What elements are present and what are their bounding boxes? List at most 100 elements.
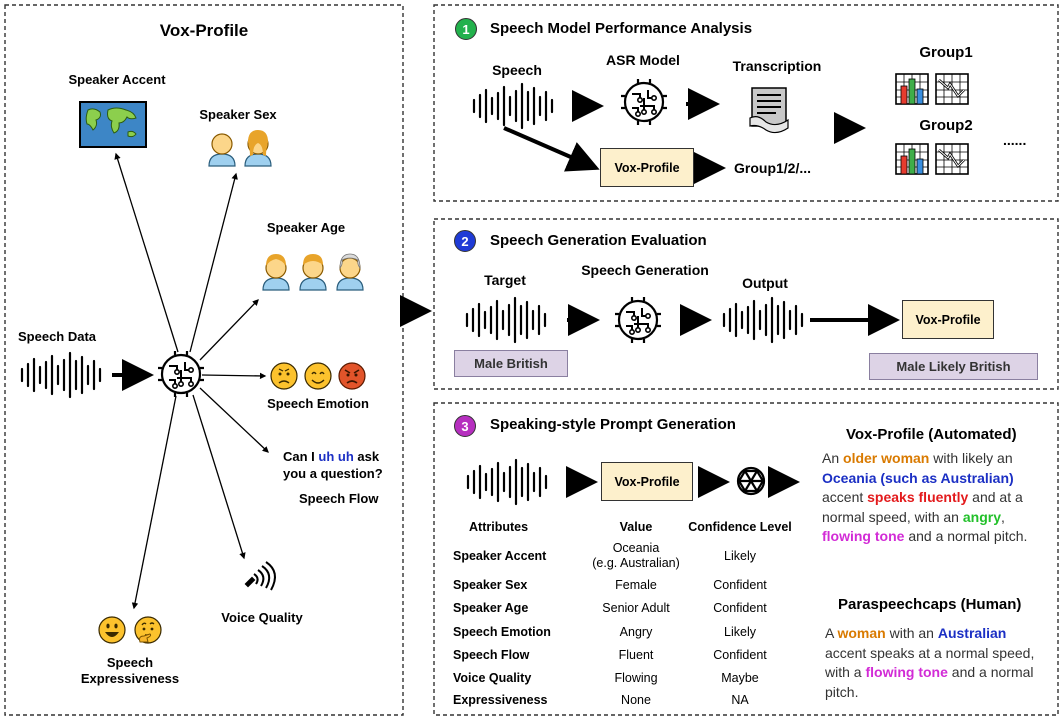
speaker-accent-label: Speaker Accent	[68, 72, 166, 87]
world-map-icon	[79, 101, 147, 148]
auto-text-speaks-fluently: speaks fluently	[867, 489, 969, 505]
grinning-face-icon	[98, 616, 126, 644]
col-attributes-header: Attributes	[469, 520, 529, 534]
panel2-title: Speech Generation Evaluation	[490, 232, 707, 249]
speech-generation-label: Speech Generation	[581, 262, 709, 278]
smiling-face-icon	[304, 362, 332, 390]
auto-text-part: An	[822, 450, 844, 466]
panel3-speech-waveform	[466, 458, 548, 506]
human-text-woman: woman	[837, 625, 886, 641]
panel1-arrow-speech-vox	[503, 126, 600, 172]
senior-person-icon	[336, 253, 364, 291]
voice-quality-label: Voice Quality	[221, 610, 303, 625]
automated-caption-text: An older woman with likely an Oceania (s…	[822, 449, 1054, 547]
panel2-target-waveform	[465, 296, 547, 344]
child-person-icon	[262, 254, 290, 291]
row-value: Flowing	[614, 671, 658, 685]
panel1-speech-waveform	[472, 82, 554, 130]
adult-person-icon	[299, 254, 327, 291]
thinking-face-icon	[134, 616, 162, 644]
speech-data-waveform	[20, 351, 102, 399]
row-attribute: Speech Flow	[453, 648, 530, 662]
male-person-icon	[208, 133, 236, 167]
human-text-flowing-tone: flowing tone	[865, 664, 948, 680]
group-output-label: Group1/2/...	[734, 160, 812, 176]
target-attribute-tag: Male British	[454, 350, 568, 377]
human-text-australian: Australian	[937, 625, 1007, 641]
speech-generation-model-icon	[613, 295, 663, 345]
llm-logo-icon	[736, 466, 766, 496]
row-value-line1: Oceania	[612, 541, 660, 555]
panel1-title: Speech Model Performance Analysis	[490, 20, 753, 37]
row-value-line2: (e.g. Australian)	[592, 556, 680, 570]
automated-caption-title: Vox-Profile (Automated)	[846, 426, 1017, 443]
row-value: Female	[615, 578, 657, 592]
row-confidence: Confident	[713, 648, 767, 662]
speech-flow-label: Speech Flow	[299, 491, 379, 506]
transcription-document-icon	[749, 87, 789, 134]
row-confidence: Maybe	[721, 671, 759, 685]
auto-text-part: accent	[822, 489, 868, 505]
output-label: Output	[742, 275, 788, 291]
voice-quality-icon	[244, 561, 276, 591]
row-confidence: Likely	[724, 625, 756, 639]
arrow-to-voice-quality	[192, 394, 246, 560]
flow-text-line2: you a question?	[283, 466, 383, 481]
panel-2-box	[433, 218, 1059, 390]
row-value: Angry	[619, 625, 653, 639]
arrow-to-expressiveness	[131, 395, 177, 610]
angry-face-icon	[338, 362, 366, 390]
auto-text-part: with likely an	[929, 450, 1013, 466]
speech-flow-example: Can I uh uh ask you a question?	[283, 448, 383, 482]
auto-text-flowing-tone: flowing tone	[822, 528, 905, 544]
arrow-to-emotion	[201, 372, 267, 380]
panel3-vox-profile-box: Vox-Profile	[601, 462, 693, 501]
row-attribute: Speaker Accent	[453, 549, 547, 563]
row-value: Senior Adult	[602, 601, 670, 615]
arrow-to-flow	[199, 387, 269, 453]
group2-bar-chart-icon	[895, 143, 929, 175]
row-confidence: Likely	[724, 549, 756, 563]
group2-label: Group2	[919, 117, 973, 134]
speaker-sex-label: Speaker Sex	[199, 107, 277, 122]
human-text-part: A	[825, 625, 838, 641]
col-value-header: Value	[619, 520, 653, 534]
flow-text-prefix: Can I	[283, 449, 319, 464]
group1-bar-chart-icon	[895, 73, 929, 105]
vox-profile-model-icon	[156, 349, 206, 399]
panel-3-box	[433, 402, 1059, 716]
more-groups-ellipsis: ......	[1003, 132, 1027, 148]
row-value: Fluent	[618, 648, 654, 662]
worried-face-icon	[270, 362, 298, 390]
auto-text-oceania: Oceania (such as Australian)	[822, 469, 1014, 486]
panel3-title: Speaking-style Prompt Generation	[490, 416, 736, 433]
auto-text-older-woman: older woman	[843, 450, 930, 466]
flow-disfluency: uh uh	[318, 449, 354, 464]
arrow-to-sex	[189, 172, 238, 353]
auto-text-part: and at a normal speed, with an	[822, 489, 1023, 525]
auto-text-part: ,	[1000, 508, 1005, 525]
auto-text-part: and a normal pitch.	[904, 528, 1028, 544]
panel1-vox-profile-box: Vox-Profile	[600, 148, 694, 187]
speech-emotion-label: Speech Emotion	[267, 396, 369, 411]
panel2-output-waveform	[722, 296, 804, 344]
human-text-part: with an	[885, 625, 938, 641]
speech-data-label: Speech Data	[18, 329, 97, 344]
panel2-vox-profile-box: Vox-Profile	[902, 300, 994, 339]
row-attribute: Speech Emotion	[453, 625, 551, 639]
transcription-label: Transcription	[732, 58, 822, 74]
row-confidence: Confident	[713, 578, 767, 592]
speech-expressiveness-label: Speech Expressiveness	[81, 655, 179, 687]
vox-profile-title: Vox-Profile	[159, 21, 249, 40]
row-confidence: NA	[731, 693, 749, 707]
human-caption-text: A woman with an Australian accent speaks…	[825, 624, 1047, 702]
human-caption-title: Paraspeechcaps (Human)	[838, 596, 1022, 613]
col-confidence-header: Confidence Level	[688, 520, 792, 534]
asr-model-label: ASR Model	[606, 52, 680, 68]
row-attribute: Speaker Sex	[453, 578, 528, 592]
female-person-icon	[244, 130, 272, 167]
group1-label: Group1	[919, 44, 973, 61]
row-value: None	[621, 693, 651, 707]
row-value: Oceania(e.g. Australian)	[592, 541, 680, 571]
